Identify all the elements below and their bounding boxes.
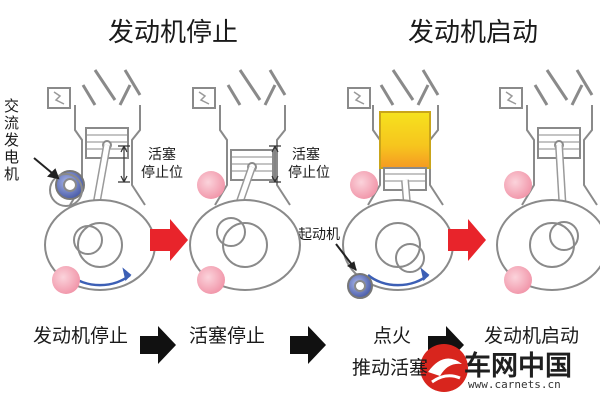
title-engine-stop: 发动机停止	[108, 18, 239, 48]
step-ignition-line1: 点火	[373, 325, 412, 347]
transition-arrow-2	[448, 219, 486, 261]
step-arrow-1	[140, 326, 176, 364]
piston-stop-label-2a: 活塞	[292, 147, 320, 163]
combustion-flame	[379, 111, 431, 169]
piston-stop-label-1a: 活塞	[148, 147, 176, 163]
step-arrow-2	[290, 326, 326, 364]
watermark-name: 车网中国	[464, 351, 572, 382]
stop-position-marker-2	[269, 145, 281, 183]
step-piston-stop: 活塞停止	[189, 325, 266, 347]
stop-position-marker-1	[118, 145, 130, 183]
step-ignition-line2: 推动活塞	[352, 357, 429, 379]
step-engine-start: 发动机启动	[484, 325, 580, 347]
watermark: 车网中国 www.carnets.cn	[410, 342, 592, 394]
starter-label: 起动机	[298, 227, 340, 243]
alternator-label: 交流发电机	[4, 97, 20, 183]
watermark-url: www.carnets.cn	[468, 378, 561, 391]
transition-arrow-1	[150, 219, 188, 261]
crank-pulley	[52, 266, 80, 294]
engine-panel-2	[189, 69, 301, 294]
step-engine-stop: 发动机停止	[33, 325, 129, 347]
watermark-logo	[420, 344, 468, 392]
piston-stop-label-2b: 停止位	[288, 165, 330, 181]
engine-panel-4	[496, 69, 600, 294]
piston-stop-label-1b: 停止位	[141, 165, 183, 181]
engine-panel-1	[33, 69, 156, 294]
title-engine-start: 发动机启动	[408, 18, 539, 48]
engine-panel-3	[342, 69, 454, 299]
